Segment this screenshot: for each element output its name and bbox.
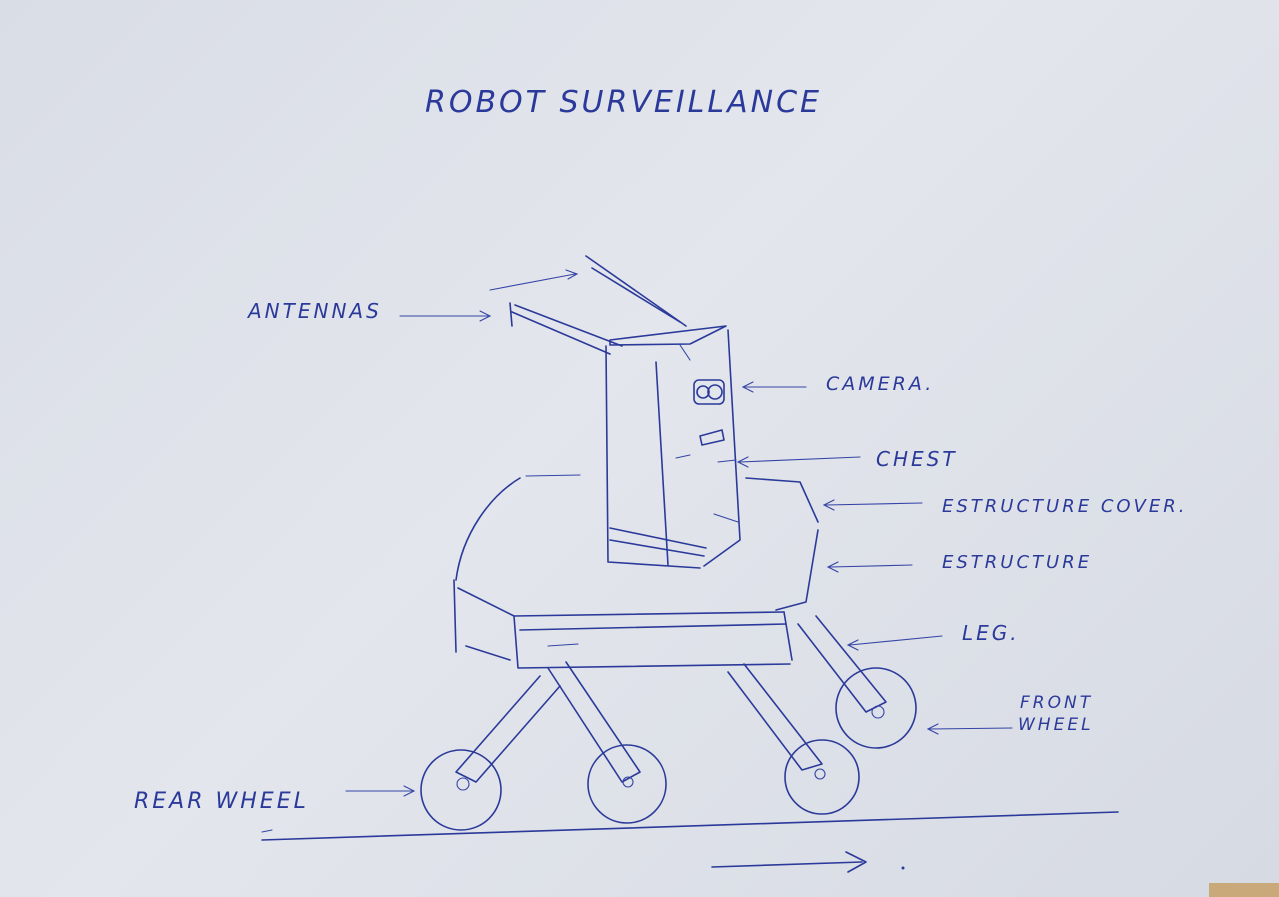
wheels [420, 667, 917, 831]
leader-arrows [345, 269, 1013, 797]
label-rear-wheel: REAR WHEEL [134, 789, 309, 814]
structure-base [457, 587, 793, 669]
label-camera: CAMERA. [826, 373, 934, 395]
rear-wheel-icon [420, 749, 502, 831]
wheel-icon [784, 739, 860, 815]
sketch-title: ROBOT SURVEILLANCE [425, 85, 822, 120]
label-chest: CHEST [876, 447, 958, 471]
label-front-wheel-line1: FRONT [1020, 693, 1093, 713]
chest-column [605, 325, 741, 569]
label-structure: ESTRUCTURE [942, 552, 1092, 573]
ground-line [261, 811, 1119, 841]
label-antennas: ANTENNAS [246, 299, 382, 323]
label-front-wheel-line2: WHEEL [1018, 715, 1094, 735]
front-wheel-icon [835, 667, 917, 749]
antenna-icon [509, 255, 687, 355]
paper-edge [1209, 883, 1279, 897]
direction-arrow-icon [711, 851, 905, 873]
wheel-icon [587, 744, 667, 824]
label-structure-cover: ESTRUCTURE COVER. [942, 496, 1187, 517]
chest-slot-icon [675, 429, 737, 463]
legs [455, 615, 887, 783]
camera-icon [693, 379, 725, 405]
structure-cover [453, 474, 819, 653]
label-leg: LEG. [962, 621, 1020, 645]
